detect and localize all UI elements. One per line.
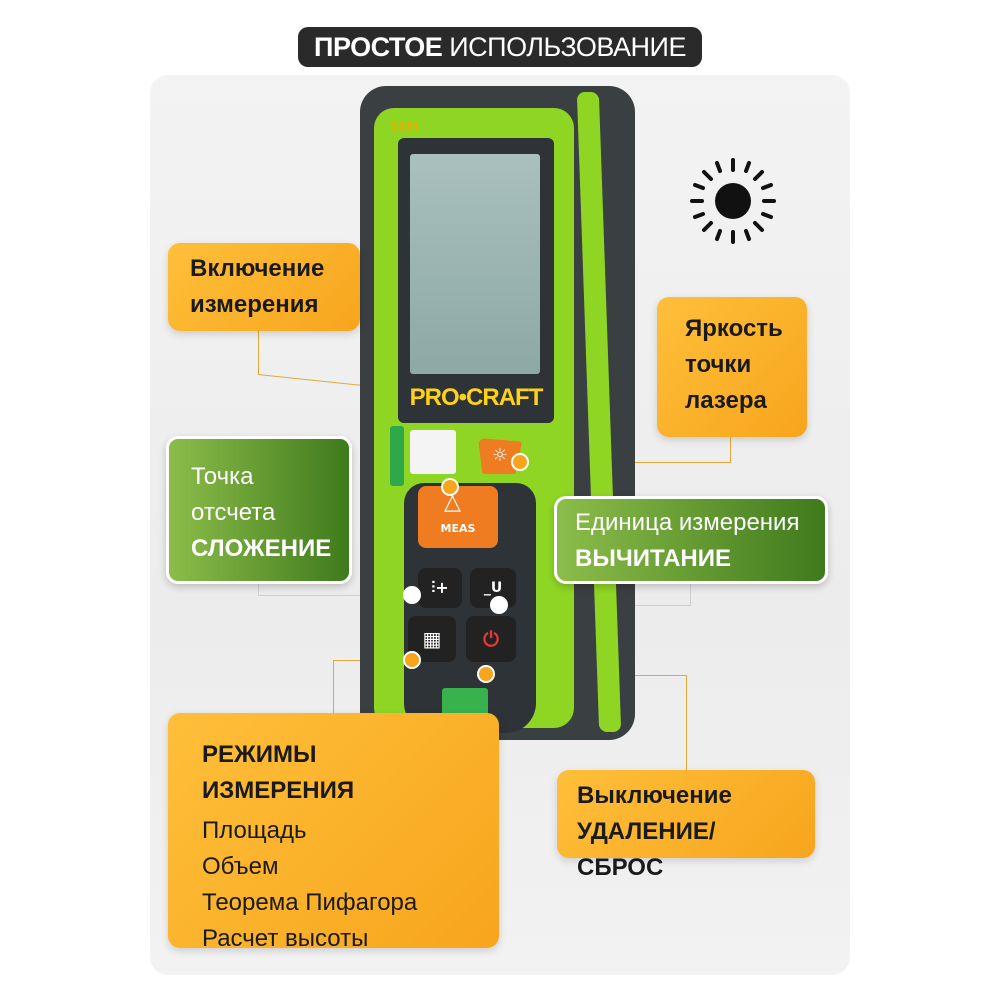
callout-reference: Точка отсчета СЛОЖЕНИЕ [166,436,352,584]
connector-line [690,582,691,606]
callout-dot [403,651,421,669]
connector-line [333,660,334,715]
title-regular: ИСПОЛЬЗОВАНИЕ [449,32,686,62]
callout-text: Точка [191,463,254,490]
connector-line [258,330,259,375]
bubble-level [390,426,404,486]
device-face: 50M PRO•CRAFT ☼ △MEAS ⫶+ _U ▦ ⏻ [374,108,574,733]
callout-dot [511,453,529,471]
mode-item: Объем [202,853,279,880]
laser-rangefinder-device: 50M PRO•CRAFT ☼ △MEAS ⫶+ _U ▦ ⏻ [360,86,635,740]
meas-button[interactable]: △ MEAS [418,486,498,548]
title-bold: ПРОСТОЕ [314,32,443,62]
callout-dot [490,596,508,614]
connector-line [258,595,413,596]
lcd-screen [410,154,540,374]
reference-add-button[interactable]: ⫶+ [418,568,462,608]
callout-text: измерения [190,291,319,318]
sun-brightness-icon [690,158,776,244]
callout-text: лазера [685,387,767,414]
callout-power-off: Выключение УДАЛЕНИЕ/СБРОС [557,770,815,881]
connector-line [730,437,731,463]
callout-text: отсчета [191,499,276,526]
side-stripe [576,92,622,732]
connector-line [258,583,259,595]
mode-item: Теорема Пифагора [202,889,418,916]
unit-label: _U [483,580,503,596]
callout-text: СЛОЖЕНИЕ [191,535,332,562]
connector-line [686,675,687,770]
power-clear-button[interactable]: ⏻ [466,616,516,662]
brand-logo: PRO•CRAFT [409,384,544,411]
screen-frame: PRO•CRAFT [398,138,554,423]
callout-dot [441,478,459,496]
triangle-icon: △ [444,490,461,515]
callout-text: УДАЛЕНИЕ/СБРОС [577,818,716,881]
callout-text: Единица измерения [575,509,800,536]
callout-text: Включение [190,255,325,282]
callout-units: Единица измерения ВЫЧИТАНИЕ [554,496,828,584]
callout-text: ВЫЧИТАНИЕ [575,545,732,572]
callout-modes: РЕЖИМЫ ИЗМЕРЕНИЯ Площадь Объем Теорема П… [168,713,499,952]
modes-heading: РЕЖИМЫ ИЗМЕРЕНИЯ [202,741,355,804]
meas-label: MEAS [440,522,476,535]
callout-dot [403,586,421,604]
laser-window [410,430,456,474]
mode-item: Площадь [202,817,307,844]
page-title: ПРОСТОЕ ИСПОЛЬЗОВАНИЕ [298,27,702,67]
callout-brightness: Яркость точки лазера [657,297,807,437]
callout-dot [477,665,495,683]
bottom-bubble-level [442,688,488,716]
callout-text: Выключение [577,782,732,809]
model-label: 50M [390,120,419,134]
callout-text: точки [685,351,752,378]
mode-item: Расчет высоты [202,925,369,952]
callout-power-on: Включение измерения [168,243,360,331]
callout-text: Яркость [685,315,783,342]
